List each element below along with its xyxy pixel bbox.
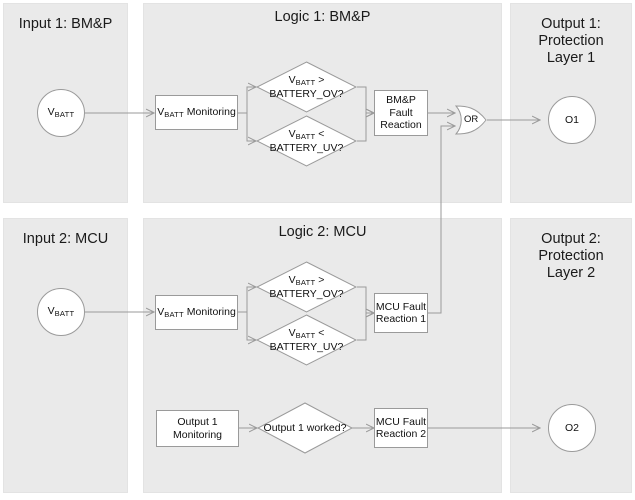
node-input-1-vbatt[interactable]: VBATT — [37, 89, 85, 137]
mcu-fault-2-line-1: MCU Fault — [375, 415, 427, 428]
node-input-1-vbatt-label: VBATT — [48, 106, 75, 120]
decision-output-1-worked[interactable]: Output 1 worked? — [256, 402, 354, 454]
out1-monitoring-line-2: Monitoring — [172, 428, 223, 441]
decision-ov2-line-2: BATTERY_OV? — [269, 287, 344, 300]
or-gate-label: OR — [464, 114, 479, 125]
mon1-subscript: BATT — [164, 109, 184, 119]
decision-uv1-line-1: VBATT < — [289, 128, 325, 142]
wire-mon1-to-ov1 — [238, 87, 256, 114]
ov1-v: V — [288, 74, 296, 86]
diamond-shape — [255, 115, 358, 167]
decision-uv2-label: VBATT < BATTERY_UV? — [256, 314, 357, 366]
wire-ov1-to-bmp — [357, 86, 374, 113]
wire-group-top — [85, 86, 540, 314]
node-output-2-o2-label: O2 — [564, 421, 579, 434]
diamond-shape — [255, 314, 358, 366]
mon1-v: V — [157, 105, 165, 118]
node-vbatt-monitoring-2[interactable]: VBATT Monitoring — [155, 295, 238, 330]
or-gate-shape — [454, 105, 487, 135]
mcu-fault-2-line-2: Reaction 2 — [375, 428, 427, 440]
decision-uv1-label: VBATT < BATTERY_UV? — [256, 115, 357, 167]
panel-output-2-title-line-1: Output 2: — [541, 231, 601, 247]
mcu-fault-1-line-2: Reaction 1 — [375, 313, 427, 325]
ov2-v: V — [288, 274, 296, 286]
panel-output-2-title-line-2: Protection — [538, 248, 604, 264]
wire-mon1-to-uv1 — [238, 112, 256, 141]
node-vbatt-monitoring-2-label: VBATT Monitoring — [157, 306, 236, 320]
uv1-op: < — [315, 128, 325, 140]
vbatt2-subscript: BATT — [54, 309, 75, 319]
wire-uv1-to-bmp — [357, 113, 374, 142]
decision-ov2-label: VBATT > BATTERY_OV? — [256, 261, 357, 313]
panel-input-1: Input 1: BM&P — [3, 3, 128, 203]
bmp-fault-line-2: Fault — [389, 106, 413, 119]
decision-ov1-label: VBATT > BATTERY_OV? — [256, 61, 357, 113]
uv1-subscript: BATT — [295, 132, 316, 141]
decision-ov1-line-2: BATTERY_OV? — [269, 87, 344, 100]
panel-output-2-title-line-3: Layer 2 — [546, 265, 596, 281]
panel-output-2: Output 2: Protection Layer 2 — [510, 218, 632, 493]
decision-vbatt-under-voltage-2[interactable]: VBATT < BATTERY_UV? — [255, 314, 358, 366]
uv2-subscript: BATT — [295, 331, 316, 340]
decision-vbatt-over-voltage-2[interactable]: VBATT > BATTERY_OV? — [255, 261, 358, 313]
vbatt-v: V — [47, 106, 55, 119]
wire-mon2-to-uv2 — [238, 311, 256, 340]
wire-uv2-to-mcufault1 — [357, 313, 374, 341]
decision-output-1-worked-label: Output 1 worked? — [263, 421, 347, 434]
or-gate[interactable]: OR — [454, 104, 490, 136]
bmp-fault-line-3: Reaction — [380, 119, 422, 132]
wire-mon2-to-ov2 — [238, 287, 256, 313]
panel-logic-1-title: Logic 1: BM&P — [274, 9, 371, 25]
uv1-v: V — [288, 128, 296, 140]
panel-logic-2-title: Logic 2: MCU — [278, 224, 367, 240]
wire-ov2-to-mcufault1 — [357, 286, 374, 313]
decision-ov2-line-1: VBATT > — [289, 274, 325, 288]
wire-group-bottom — [85, 287, 540, 428]
decision-ov1-line-1: VBATT > — [289, 74, 325, 88]
decision-vbatt-over-voltage-1[interactable]: VBATT > BATTERY_OV? — [255, 61, 358, 113]
node-mcu-fault-reaction-2[interactable]: MCU Fault Reaction 2 — [374, 408, 428, 448]
node-input-2-vbatt[interactable]: VBATT — [37, 288, 85, 336]
panel-output-1-title-line-3: Layer 1 — [546, 50, 596, 66]
ov1-subscript: BATT — [295, 78, 316, 87]
mon2-subscript: BATT — [164, 309, 184, 319]
diamond-shape — [256, 402, 354, 454]
mon2-word: Monitoring — [183, 305, 236, 318]
out1-monitoring-line-1: Output 1 — [177, 416, 218, 428]
node-vbatt-monitoring-1[interactable]: VBATT Monitoring — [155, 95, 238, 130]
ov2-subscript: BATT — [295, 278, 316, 287]
node-output-1-monitoring[interactable]: Output 1 Monitoring — [156, 410, 239, 447]
node-output-1-o1-label: O1 — [564, 113, 579, 126]
uv2-v: V — [288, 327, 296, 339]
decision-uv2-line-2: BATTERY_UV? — [269, 340, 344, 353]
vbatt-subscript: BATT — [54, 110, 75, 120]
panel-output-1-title-line-1: Output 1: — [541, 16, 601, 32]
wire-mcufault1-to-or — [428, 126, 455, 314]
ov2-op: > — [315, 274, 325, 286]
node-input-2-vbatt-label: VBATT — [48, 305, 75, 319]
node-vbatt-monitoring-1-label: VBATT Monitoring — [157, 106, 236, 120]
node-mcu-fault-reaction-1[interactable]: MCU Fault Reaction 1 — [374, 293, 428, 333]
node-output-1-o1[interactable]: O1 — [548, 96, 596, 144]
uv2-op: < — [315, 327, 325, 339]
ov1-op: > — [315, 74, 325, 86]
node-bmp-fault-reaction[interactable]: BM&P Fault Reaction — [374, 90, 428, 136]
diamond-shape — [255, 61, 358, 113]
decision-vbatt-under-voltage-1[interactable]: VBATT < BATTERY_UV? — [255, 115, 358, 167]
mon2-v: V — [157, 305, 165, 318]
mon1-word: Monitoring — [183, 105, 236, 118]
node-output-2-o2[interactable]: O2 — [548, 404, 596, 452]
mcu-fault-1-line-1: MCU Fault — [375, 300, 427, 313]
panel-output-1-title-line-2: Protection — [538, 33, 604, 49]
decision-uv2-line-1: VBATT < — [289, 327, 325, 341]
panel-input-1-title: Input 1: BM&P — [18, 16, 113, 32]
decision-uv1-line-2: BATTERY_UV? — [269, 141, 344, 154]
panel-input-2: Input 2: MCU — [3, 218, 128, 493]
bmp-fault-line-1: BM&P — [386, 94, 416, 107]
vbatt2-v: V — [47, 305, 55, 318]
panel-input-2-title: Input 2: MCU — [22, 231, 109, 247]
diamond-shape — [255, 261, 358, 313]
